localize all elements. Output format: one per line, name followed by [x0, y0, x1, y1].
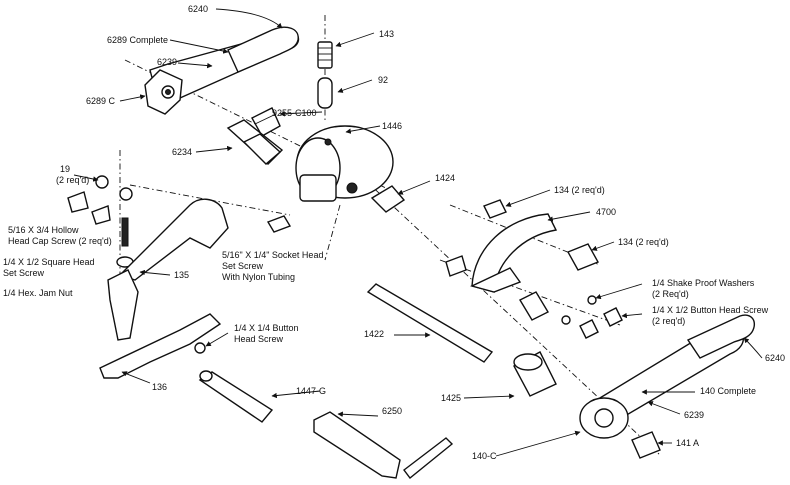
pin-92	[317, 77, 333, 109]
label-134-top: 134 (2 req'd)	[554, 185, 605, 195]
leader-lines	[73, 8, 763, 457]
label-136: 136	[152, 382, 167, 392]
label-92: 92	[378, 75, 388, 85]
label-1446: 1446	[382, 121, 402, 131]
part-labels: 6240 6289 Complete 6239 6289 C 143 92 92…	[3, 4, 785, 461]
label-1422: 1422	[364, 329, 384, 339]
label-6239-right: 6239	[684, 410, 704, 420]
label-143: 143	[379, 29, 394, 39]
label-1447g: 1447-G	[296, 386, 326, 396]
label-6234: 6234	[172, 147, 192, 157]
label-square-screw-line2: Set Screw	[3, 268, 45, 278]
label-6240-top: 6240	[188, 4, 208, 14]
label-9255: 9255-C100	[272, 108, 317, 118]
label-140c: 140-C	[472, 451, 497, 461]
label-141a: 141 A	[676, 438, 699, 448]
label-socket-screw-line2: Set Screw	[222, 261, 264, 271]
spring-pin-143	[317, 41, 333, 69]
rod-1422	[366, 283, 494, 363]
label-button-screw-line2: (2 req'd)	[652, 316, 685, 326]
label-1425: 1425	[441, 393, 461, 403]
part-1424	[370, 185, 406, 213]
screw-9255	[251, 107, 281, 137]
label-hollow-screw-line1: 5/16 X 3/4 Hollow	[8, 225, 79, 235]
label-hollow-screw-line2: Head Cap Screw (2 req'd)	[8, 236, 112, 246]
label-4700: 4700	[596, 207, 616, 217]
label-jam-nut: 1/4 Hex. Jam Nut	[3, 288, 73, 298]
label-button-14-line1: 1/4 X 1/4 Button	[234, 323, 299, 333]
label-6289-complete: 6289 Complete	[107, 35, 168, 45]
body-1446	[295, 125, 394, 202]
left-linkage	[67, 175, 292, 379]
label-shake-washer-line2: (2 Req'd)	[652, 289, 689, 299]
label-1424: 1424	[435, 173, 455, 183]
label-socket-screw-line1: 5/16" X 1/4" Socket Head	[222, 250, 323, 260]
label-135: 135	[174, 270, 189, 280]
label-6239-top: 6239	[157, 57, 177, 67]
label-button-14-line2: Head Screw	[234, 334, 284, 344]
stud-6234	[226, 119, 284, 165]
top-handle-6289	[144, 26, 300, 115]
label-134-mid: 134 (2 req'd)	[618, 237, 669, 247]
label-19-req: (2 req'd)	[56, 175, 89, 185]
label-socket-screw-line3: With Nylon Tubing	[222, 272, 295, 282]
label-6289c: 6289 C	[86, 96, 116, 106]
label-6250: 6250	[382, 406, 402, 416]
label-6240-right: 6240	[765, 353, 785, 363]
label-button-screw-line1: 1/4 X 1/2 Button Head Screw	[652, 305, 769, 315]
label-19: 19	[60, 164, 70, 174]
label-shake-washer-line1: 1/4 Shake Proof Washers	[652, 278, 755, 288]
right-handle-140	[579, 314, 756, 459]
shaft-1447g	[198, 370, 274, 423]
label-140-complete: 140 Complete	[700, 386, 756, 396]
bracket-6250	[313, 411, 454, 480]
label-square-screw-line1: 1/4 X 1/2 Square Head	[3, 257, 95, 267]
part-1425	[513, 351, 557, 397]
quadrant-4700	[445, 199, 623, 339]
